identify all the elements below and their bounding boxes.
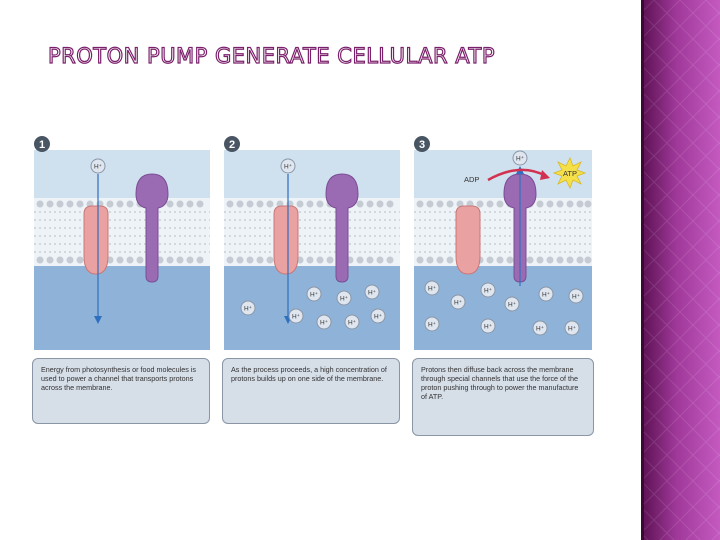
hydrogen-ion: H⁺ [288,308,304,324]
hydrogen-ion: H⁺ [480,282,496,298]
slide-title: PROTON PUMP GENERATE CELLULAR ATP [47,43,495,68]
svg-text:H⁺: H⁺ [94,164,103,171]
hydrogen-ion: H⁺ [364,284,380,300]
atp-label: ATP [563,169,577,178]
atp-burst: ATP [552,157,587,189]
panel-number-badge: 3 [414,136,430,152]
hydrogen-ion: H⁺ [306,286,322,302]
svg-text:H⁺: H⁺ [368,290,377,297]
panel-2-caption: As the process proceeds, a high concentr… [222,358,400,424]
panel-3-illustration: ADP ATP H⁺ H⁺ H⁺ H⁺ H⁺ H⁺ H⁺ H⁺ H⁺ H⁺ H⁺… [414,136,592,350]
svg-text:H⁺: H⁺ [320,320,329,327]
pump-protein [135,173,169,283]
adp-label: ADP [464,175,479,184]
svg-text:H⁺: H⁺ [568,326,577,333]
hydrogen-ion: H⁺ [450,294,466,310]
hydrogen-ion: H⁺ [344,314,360,330]
svg-text:H⁺: H⁺ [542,292,551,299]
hydrogen-ion: H⁺ [504,296,520,312]
hydrogen-ion: H⁺ [90,158,106,174]
panel-1: H⁺ 1 Energy from photosynthesis or food … [32,136,210,432]
hydrogen-ion: H⁺ [480,318,496,334]
hydrogen-ion: H⁺ [538,286,554,302]
hydrogen-ion: H⁺ [336,290,352,306]
hydrogen-ion: H⁺ [316,314,332,330]
panel-3: ADP ATP H⁺ H⁺ H⁺ H⁺ H⁺ H⁺ H⁺ H⁺ H⁺ H⁺ H⁺… [412,136,594,436]
hydrogen-ion: H⁺ [564,320,580,336]
svg-text:3: 3 [419,139,425,151]
svg-text:H⁺: H⁺ [516,156,525,163]
svg-text:H⁺: H⁺ [536,326,545,333]
membrane [414,198,592,266]
svg-text:H⁺: H⁺ [454,300,463,307]
hydrogen-ion: H⁺ [532,320,548,336]
membrane [224,198,400,266]
panel-number-badge: 2 [224,136,240,152]
svg-text:H⁺: H⁺ [484,288,493,295]
panel-2: H⁺ H⁺ H⁺ H⁺ H⁺ H⁺ H⁺ H⁺ H⁺ 2 As the proc… [222,136,400,432]
hydrogen-ion: H⁺ [424,280,440,296]
panel-1-illustration: H⁺ 1 [34,136,210,350]
panel-2-illustration: H⁺ H⁺ H⁺ H⁺ H⁺ H⁺ H⁺ H⁺ H⁺ 2 [224,136,400,350]
svg-text:H⁺: H⁺ [428,322,437,329]
svg-text:H⁺: H⁺ [340,296,349,303]
svg-text:H⁺: H⁺ [284,164,293,171]
svg-text:1: 1 [39,139,45,151]
panel-1-caption: Energy from photosynthesis or food molec… [32,358,210,424]
decorative-side-band [641,0,720,540]
hydrogen-ion: H⁺ [370,308,386,324]
svg-text:H⁺: H⁺ [428,286,437,293]
proton-channel [455,205,481,275]
proton-pump-figure: H⁺ 1 Energy from photosynthesis or food … [28,128,613,436]
svg-text:H⁺: H⁺ [292,314,301,321]
svg-text:H⁺: H⁺ [310,292,319,299]
svg-text:H⁺: H⁺ [244,306,253,313]
panel-number-badge: 1 [34,136,50,152]
membrane [34,198,210,266]
pump-protein [325,173,359,283]
proton-channel [83,205,109,275]
hydrogen-ion: H⁺ [568,288,584,304]
svg-text:H⁺: H⁺ [508,302,517,309]
hydrogen-ion: H⁺ [424,316,440,332]
svg-text:2: 2 [229,139,235,151]
svg-text:H⁺: H⁺ [374,314,383,321]
panel-3-caption: Protons then diffuse back across the mem… [412,358,594,436]
svg-text:H⁺: H⁺ [484,324,493,331]
hydrogen-ion: H⁺ [512,150,528,166]
svg-text:H⁺: H⁺ [572,294,581,301]
svg-text:H⁺: H⁺ [348,320,357,327]
proton-channel [273,205,299,275]
hydrogen-ion: H⁺ [280,158,296,174]
hydrogen-ion: H⁺ [240,300,256,316]
